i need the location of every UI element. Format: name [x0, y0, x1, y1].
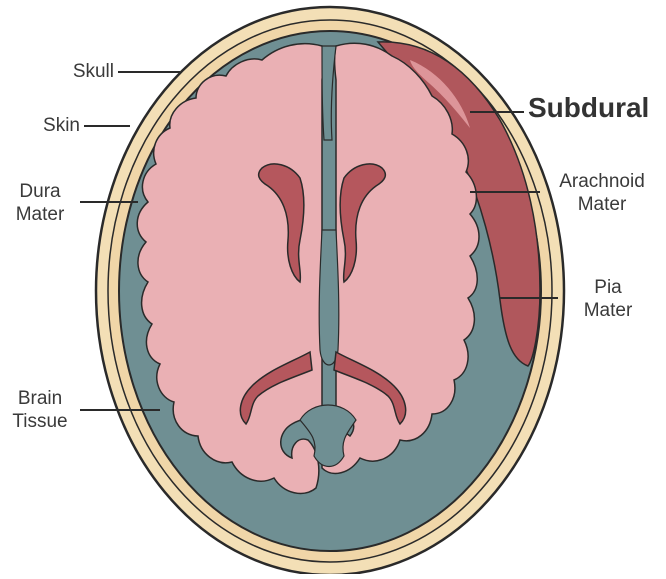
- pia-mater-label: Pia Mater: [560, 276, 656, 322]
- third-ventricle: [319, 230, 339, 365]
- dura-label-line1: Dura: [0, 180, 80, 203]
- dura-mater-label: Dura Mater: [0, 180, 80, 226]
- arachnoid-mater-label: Arachnoid Mater: [546, 170, 658, 216]
- brain-tissue-label: Brain Tissue: [0, 387, 80, 433]
- brain-label-line1: Brain: [0, 387, 80, 410]
- skin-label: Skin: [10, 114, 80, 137]
- pia-label-line1: Pia: [560, 276, 656, 299]
- subdural-title: Subdural: [528, 96, 649, 119]
- brain-label-line2: Tissue: [0, 410, 80, 433]
- pia-label-line2: Mater: [560, 299, 656, 322]
- arachnoid-label-line1: Arachnoid: [546, 170, 658, 193]
- dura-label-line2: Mater: [0, 203, 80, 226]
- skull-label: Skull: [40, 60, 114, 83]
- arachnoid-label-line2: Mater: [546, 193, 658, 216]
